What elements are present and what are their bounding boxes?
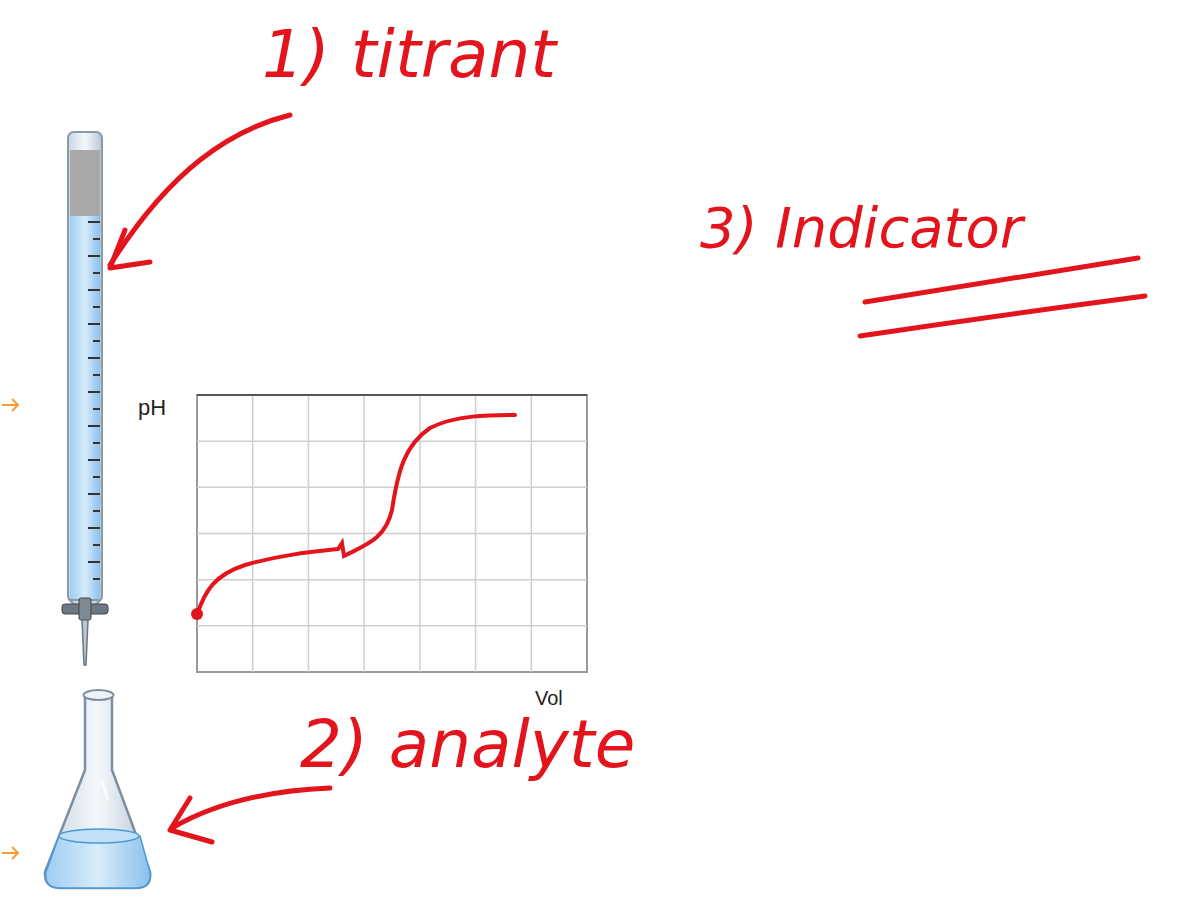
burette-tick	[93, 340, 100, 342]
burette-tick	[88, 357, 100, 359]
arrow-head	[170, 798, 212, 842]
burette-tick	[93, 306, 100, 308]
burette-tick	[93, 374, 100, 376]
burette-tick	[93, 442, 100, 444]
grid-line	[197, 625, 587, 627]
burette-tick	[88, 459, 100, 461]
burette-tick	[88, 493, 100, 495]
burette-tick	[88, 323, 100, 325]
annotation-label: 3) Indicator	[700, 200, 1023, 256]
pointer-arrow	[2, 399, 18, 859]
burette	[62, 132, 108, 665]
grid-line	[197, 579, 587, 581]
burette-tick	[93, 408, 100, 410]
leader-arrow	[172, 788, 330, 828]
burette-tick	[88, 425, 100, 427]
leader-arrow	[110, 115, 290, 265]
burette-tick	[93, 238, 100, 240]
grid-line	[197, 487, 587, 489]
grid-line	[197, 533, 587, 535]
burette-tick	[93, 272, 100, 274]
burette-tick	[93, 510, 100, 512]
burette-tick	[93, 578, 100, 580]
burette-tick	[88, 391, 100, 393]
burette-tick	[88, 255, 100, 257]
burette-tick	[93, 476, 100, 478]
titration-curve	[197, 415, 515, 615]
start-dot	[191, 608, 203, 620]
grid-line	[197, 440, 587, 442]
arrow-head	[110, 230, 150, 268]
underline	[865, 258, 1138, 302]
axis-label: pH	[138, 397, 166, 419]
axis-label: Vol	[535, 688, 563, 708]
burette-tick	[88, 289, 100, 291]
burette-tick	[93, 544, 100, 546]
burette-tick	[88, 527, 100, 529]
burette-tick	[88, 221, 100, 223]
erlenmeyer-flask	[45, 690, 150, 888]
burette-tick	[88, 561, 100, 563]
annotation-label: 2) analyte	[300, 712, 635, 778]
ph-chart	[191, 395, 587, 672]
annotation-label: 1) titrant	[262, 22, 556, 88]
underline	[860, 296, 1145, 336]
